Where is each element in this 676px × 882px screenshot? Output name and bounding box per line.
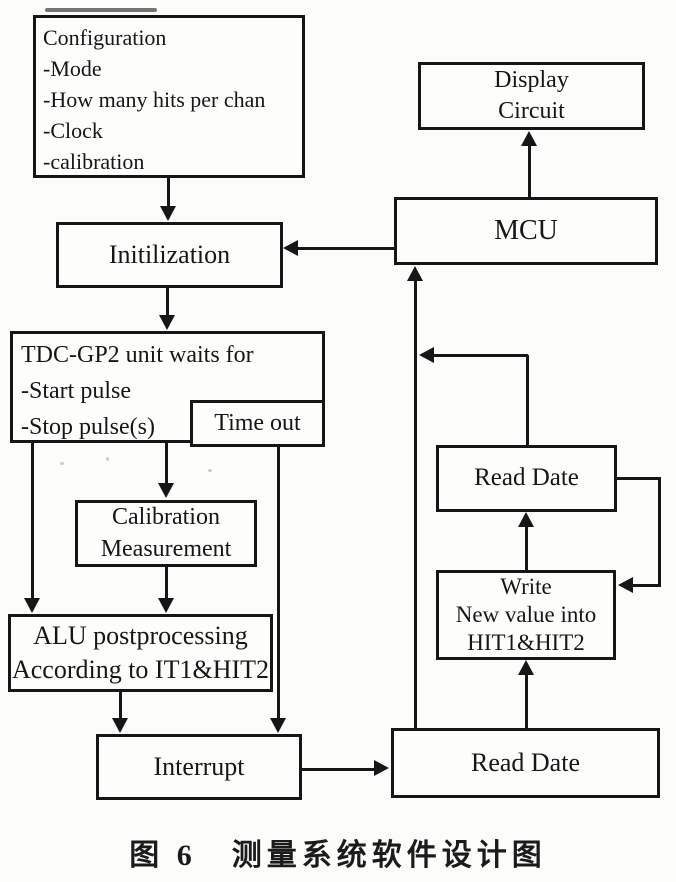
scan-speck <box>60 462 64 465</box>
mcu-label: MCU <box>494 214 558 246</box>
scan-speck <box>208 469 212 472</box>
calibration-measurement-box: Calibration Measurement <box>75 500 257 567</box>
display-circuit-box: Display Circuit <box>418 62 645 130</box>
configuration-line: -calibration <box>43 149 145 174</box>
arrowhead-down-icon <box>158 483 174 498</box>
edge-readdate-top-left <box>433 354 528 357</box>
scan-speck <box>106 457 109 461</box>
edge-mcu-display <box>528 145 531 197</box>
configuration-box: Configuration -Mode -How many hits per c… <box>33 15 305 178</box>
edge-readdate-mcu <box>414 280 417 728</box>
arrowhead-down-icon <box>159 315 175 330</box>
edge-timeout-interrupt <box>277 447 280 719</box>
read-date-bottom-label: Read Date <box>470 748 580 778</box>
mcu-box: MCU <box>394 197 658 265</box>
edge-calibration-alu <box>165 567 168 599</box>
write-hit-box: Write New value into HIT1&HIT2 <box>436 570 616 660</box>
read-date-top-box: Read Date <box>436 445 617 512</box>
edge-alu-interrupt <box>119 692 122 719</box>
scan-smudge <box>45 8 157 12</box>
interrupt-box: Interrupt <box>96 734 302 800</box>
calibration-line: Measurement <box>100 535 232 562</box>
edge-initilization-tdc <box>166 288 169 316</box>
write-hit-line: HIT1&HIT2 <box>467 630 585 655</box>
edge-readdate-write <box>525 675 528 728</box>
time-out-box: Time out <box>190 400 325 447</box>
arrowhead-down-icon <box>24 598 40 613</box>
alu-line: ALU postprocessing <box>33 621 248 651</box>
arrowhead-up-icon <box>407 266 423 281</box>
display-circuit-line: Circuit <box>498 98 565 124</box>
arrowhead-left-icon <box>283 240 298 256</box>
edge-readdate-loop-side <box>658 477 661 587</box>
edge-interrupt-readdate <box>302 768 375 771</box>
arrowhead-left-icon <box>419 347 434 363</box>
display-circuit-line: Display <box>494 66 569 93</box>
arrowhead-down-icon <box>270 718 286 733</box>
figure-caption: 图 6 测量系统软件设计图 <box>129 839 547 872</box>
alu-box: ALU postprocessing According to IT1&HIT2 <box>8 614 273 692</box>
configuration-line: Configuration <box>43 25 167 50</box>
read-date-top-label: Read Date <box>474 464 579 492</box>
time-out-label: Time out <box>214 409 301 436</box>
write-hit-line: New value into <box>455 602 597 627</box>
arrowhead-right-icon <box>374 760 389 776</box>
edge-tdc-calibration <box>165 443 168 484</box>
initilization-box: Initilization <box>56 222 283 288</box>
read-date-bottom-box: Read Date <box>391 728 660 798</box>
edge-tdc-alu-left <box>31 443 34 599</box>
arrowhead-up-icon <box>521 131 537 146</box>
arrowhead-down-icon <box>158 598 174 613</box>
edge-readdate-top-up <box>526 355 529 445</box>
arrowhead-down-icon <box>112 718 128 733</box>
tdc-wait-line: TDC-GP2 unit waits for <box>21 342 254 368</box>
edge-readdate-loop-bottom <box>633 584 661 587</box>
arrowhead-left-icon <box>618 577 633 593</box>
configuration-line: -How many hits per chan <box>43 87 266 112</box>
edge-mcu-initilization <box>297 247 394 250</box>
edge-configuration-initilization <box>167 178 170 207</box>
configuration-line: -Mode <box>43 56 102 81</box>
arrowhead-up-icon <box>518 660 534 675</box>
write-hit-line: Write <box>500 574 552 599</box>
alu-line: According to IT1&HIT2 <box>11 655 270 684</box>
arrowhead-down-icon <box>160 206 176 221</box>
initilization-label: Initilization <box>108 240 231 270</box>
arrowhead-up-icon <box>518 512 534 527</box>
configuration-line: -Clock <box>43 118 103 143</box>
tdc-wait-line: -Start pulse <box>21 378 131 404</box>
edge-readdate-loop-top <box>617 477 661 480</box>
calibration-line: Calibration <box>112 504 220 531</box>
tdc-wait-line: -Stop pulse(s) <box>21 414 155 440</box>
edge-write-readdate-top <box>525 527 528 570</box>
interrupt-label: Interrupt <box>153 752 245 782</box>
